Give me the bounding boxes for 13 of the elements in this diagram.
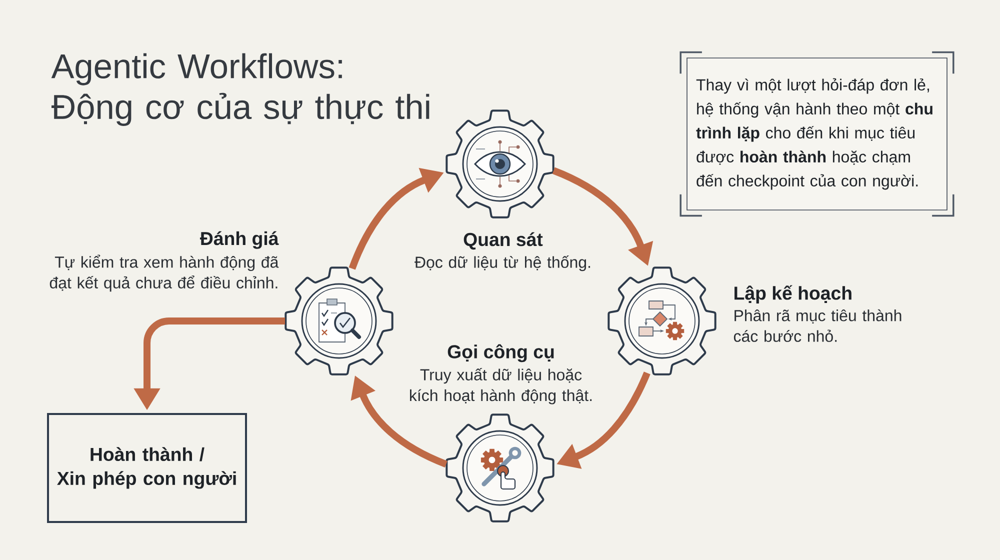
step-description: Tự kiểm tra xem hành động đã đạt kết quả chưa để điều chỉnh. — [50, 254, 279, 292]
title: Agentic Workflows: Động cơ của sự thực thi — [51, 53, 430, 126]
step-title: Đánh giá — [200, 231, 279, 249]
step-description: Đọc dữ liệu từ hệ thống. — [414, 255, 590, 272]
gear — [608, 266, 716, 376]
step-title: Gọi công cụ — [448, 344, 554, 362]
note-box: Thay vì một lượt hỏi-đáp đơn lẻ, hệ thống vận hành theo một chu trình lặp cho đến khi mục tiêu được hoàn thành hoặc chạm đến checkpoint của con người. — [680, 51, 954, 217]
step-description: Phân rã mục tiêu thành các bước nhỏ. — [734, 309, 902, 342]
step-title: Lập kế hoạch — [734, 285, 852, 304]
step-title: Quan sát — [464, 232, 543, 250]
gear — [446, 414, 554, 522]
step-description: Truy xuất dữ liệu hoặc kích hoạt hành động thật. — [410, 368, 592, 404]
outcome-box: Hoàn thành / Xin phép con người — [47, 412, 247, 523]
